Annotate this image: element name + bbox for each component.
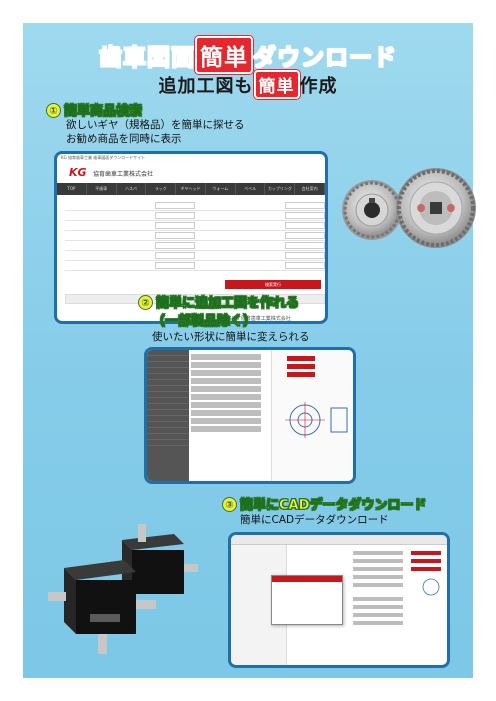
section-3-desc-1: 簡単にCADデータダウンロード	[240, 514, 389, 526]
search-button: 検索実行	[225, 280, 321, 289]
nav-item: ベベル	[236, 183, 266, 195]
editor-red-tab	[287, 364, 315, 369]
subtitle-suffix: 作成	[299, 76, 338, 97]
section-2-number: ②	[138, 295, 153, 310]
screenshot-cad-download	[228, 532, 450, 668]
nav-item: ウォーム	[206, 183, 236, 195]
section-3-number: ③	[222, 497, 237, 512]
section-2-title: 簡単に追加工図を作れる	[156, 296, 300, 312]
screenshot-search-form	[65, 201, 325, 271]
section-1-number: ①	[46, 103, 61, 118]
download-dialog	[271, 575, 343, 625]
subtitle-prefix: 追加工図も	[158, 76, 254, 97]
subtitle-highlight: 簡単	[253, 70, 300, 99]
section-1-title: 簡単商品検索	[64, 104, 143, 120]
nav-item: ハスバ	[117, 183, 147, 195]
screenshot-search-company: 協育歯車工業株式会社	[93, 171, 154, 178]
screenshot-search-nav: TOP 平歯車 ハスバ ラック ギヤヘッド ウォーム ベベル カップリング 会社…	[57, 183, 325, 195]
title-suffix: ダウンロード	[252, 44, 397, 71]
section-3-title: 簡単にCADデータダウンロード	[240, 498, 427, 514]
browser-chrome	[231, 535, 447, 545]
nav-item: 平歯車	[87, 183, 117, 195]
section-2-desc-1: 使いたい形状に簡単に変えられる	[152, 331, 310, 343]
screenshot-search-topline: KG 協育歯車工業 歯車図面ダウンロードサイト	[61, 155, 146, 160]
editor-preview-panel	[271, 350, 353, 481]
page-title: 歯車図面簡単ダウンロード	[40, 36, 456, 74]
editor-sidebar	[147, 350, 189, 481]
section-2-heading-note: （一部製品除く）	[152, 314, 257, 330]
nav-item: カップリング	[265, 183, 296, 195]
section-1-desc-2: お勧め商品を同時に表示	[66, 133, 182, 145]
editor-red-tab	[287, 372, 315, 377]
editor-form	[191, 354, 261, 434]
title-highlight: 簡単	[195, 36, 253, 74]
nav-item: 会社案内	[295, 183, 325, 195]
screenshot-search-results-header	[65, 294, 325, 304]
gearbox-image	[48, 524, 198, 654]
section-1-desc-1: 欲しいギヤ（規格品）を簡単に探せる	[66, 119, 245, 131]
gear-drawing-icon	[285, 402, 348, 438]
cad-form-preview	[353, 551, 441, 625]
nav-item: ギヤヘッド	[176, 183, 206, 195]
page-subtitle: 追加工図も簡単作成	[40, 70, 456, 99]
screenshot-search-footer: KG 協育歯車工業株式会社	[232, 316, 291, 322]
screenshot-drawing-editor	[144, 347, 356, 484]
nav-item: TOP	[57, 183, 87, 195]
gears-image	[342, 168, 476, 248]
screenshot-search-logo: KG	[69, 166, 87, 179]
title-prefix: 歯車図面	[98, 44, 195, 71]
screenshot-search: KG 協育歯車工業 歯車図面ダウンロードサイト KG 協育歯車工業株式会社 TO…	[54, 151, 328, 324]
nav-item: ラック	[146, 183, 177, 195]
editor-red-tab	[287, 356, 315, 361]
